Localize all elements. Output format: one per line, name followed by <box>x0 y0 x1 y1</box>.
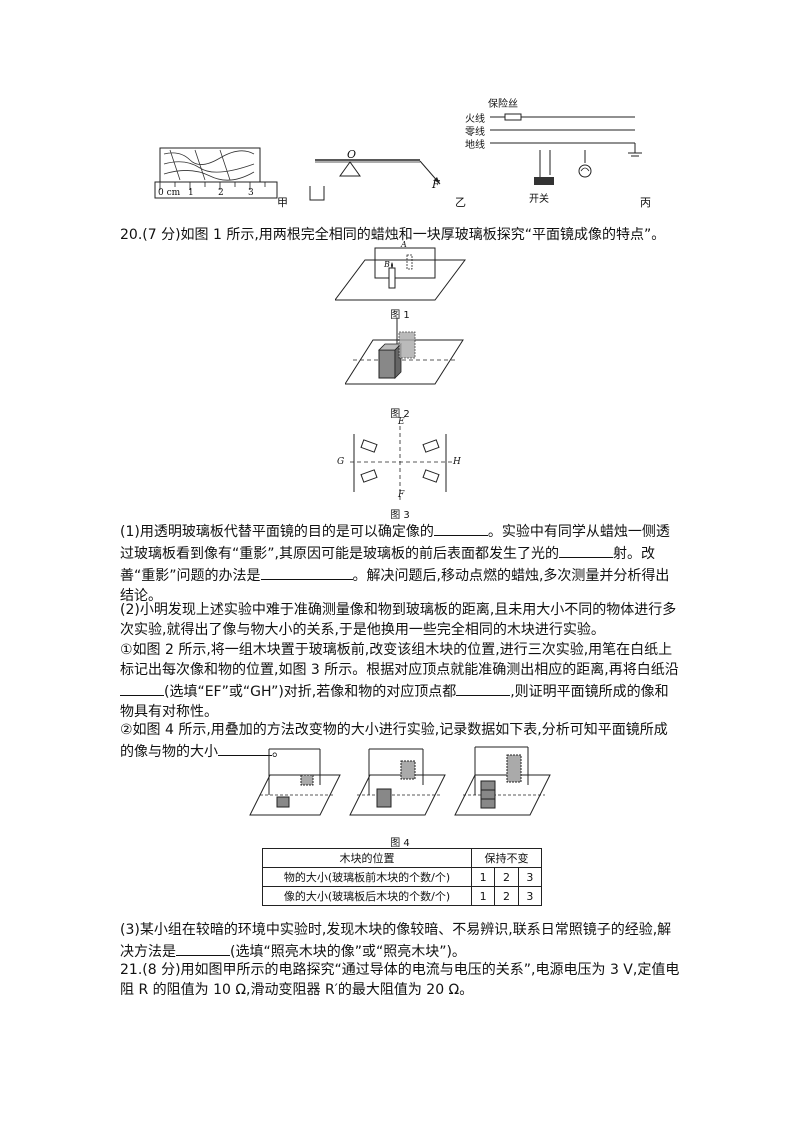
fuse-label: 保险丝 <box>488 99 518 110</box>
ground-wire-label: 地线 <box>465 140 485 151</box>
blank-4[interactable] <box>120 680 164 696</box>
figure-3-caption: 图 3 <box>390 510 410 521</box>
figure-3-label-f: F <box>398 490 405 500</box>
q20-part-3: (3)某小组在较暗的环境中实验时,发现木块的像较暗、不易辨识,联系日常照镜子的经… <box>120 922 672 960</box>
blank-6[interactable] <box>218 740 272 756</box>
table-row: 物的大小(玻璃板前木块的个数/个) 1 2 3 <box>262 867 543 887</box>
table-row: 像的大小(玻璃板后木块的个数/个) 1 2 3 <box>262 886 543 906</box>
blank-3[interactable] <box>260 564 353 580</box>
table-header-constant: 保持不变 <box>471 848 542 868</box>
figure-1-label-b: B <box>384 260 390 269</box>
figure-3-diagram <box>350 426 452 500</box>
q20-intro: 20.(7 分)如图 1 所示,用两根完全相同的蜡烛和一块厚玻璃板探究“平面镜成… <box>120 227 666 243</box>
ruler-tick-2: 2 <box>218 188 224 198</box>
q20-part-2: (2)小明发现上述实验中难于准确测量像和物到玻璃板的距离,且未用大小不同的物体进… <box>120 602 677 638</box>
ruler-tick-1: 1 <box>188 188 194 198</box>
table-cell: 1 <box>470 867 496 887</box>
q21-intro: 21.(8 分)用如图甲所示的电路探究“通过导体的电流与电压的关系”,电源电压为… <box>120 962 680 998</box>
figure-4-setup-3 <box>454 746 551 816</box>
blank-7[interactable] <box>176 940 230 956</box>
figure-yi-label: 乙 <box>455 196 466 209</box>
table-header-row: 木块的位置 保持不变 <box>262 848 542 868</box>
q20-part-1: (1)用透明玻璃板代替平面镜的目的是可以确定像的。实验中有同学从蜡烛一侧透过玻璃… <box>120 520 680 606</box>
blank-2[interactable] <box>558 542 613 558</box>
table-cell: 3 <box>517 886 543 906</box>
figure-4-setup-2 <box>349 748 446 816</box>
q20-part-2-1: ①如图 2 所示,将一组木块置于玻璃板前,改变该组木块的位置,进行三次实验,用笔… <box>120 642 679 720</box>
figure-2-caption: 图 2 <box>390 409 410 420</box>
figure-4-setup-1 <box>249 748 341 816</box>
figure-4-caption: 图 4 <box>390 838 410 849</box>
table-header-position: 木块的位置 <box>262 848 472 868</box>
figure-jia-label: 甲 <box>277 196 288 209</box>
lever-pivot-label: O <box>347 148 357 161</box>
table-row-label: 像的大小(玻璃板后木块的个数/个) <box>262 886 472 906</box>
ruler-tick-0: 0 cm <box>158 188 181 198</box>
figure-3-label-h: H <box>453 457 461 467</box>
figure-bing-label: 丙 <box>640 196 651 209</box>
figure-4-diagram <box>249 746 551 816</box>
table-cell: 2 <box>494 886 519 906</box>
table-row-label: 物的大小(玻璃板前木块的个数/个) <box>262 867 472 887</box>
lever-force-label: F <box>432 178 440 191</box>
ruler-figure <box>154 147 278 199</box>
lever-figure <box>309 159 441 201</box>
block-size-table: 木块的位置 保持不变 物的大小(玻璃板前木块的个数/个) 1 2 3 像的大小(… <box>262 848 543 906</box>
figure-3-label-e: E <box>398 417 405 427</box>
figure-1-diagram <box>335 247 466 301</box>
blank-1[interactable] <box>433 520 488 536</box>
live-wire-label: 火线 <box>465 114 485 125</box>
q20-part-2-2: ②如图 4 所示,用叠加的方法改变物的大小进行实验,记录数据如下表,分析可知平面… <box>120 722 668 760</box>
neutral-wire-label: 零线 <box>465 127 485 138</box>
switch-label: 开关 <box>529 194 549 205</box>
figure-3-label-g: G <box>337 457 345 467</box>
table-cell: 3 <box>517 867 543 887</box>
table-cell: 1 <box>470 886 496 906</box>
blank-5[interactable] <box>456 680 511 696</box>
circuit-figure <box>490 113 642 185</box>
figure-1-caption: 图 1 <box>390 310 410 321</box>
table-cell: 2 <box>494 867 519 887</box>
figure-2-diagram <box>345 318 464 385</box>
ruler-tick-3: 3 <box>248 188 254 198</box>
figure-1-label-a: A <box>401 240 407 249</box>
